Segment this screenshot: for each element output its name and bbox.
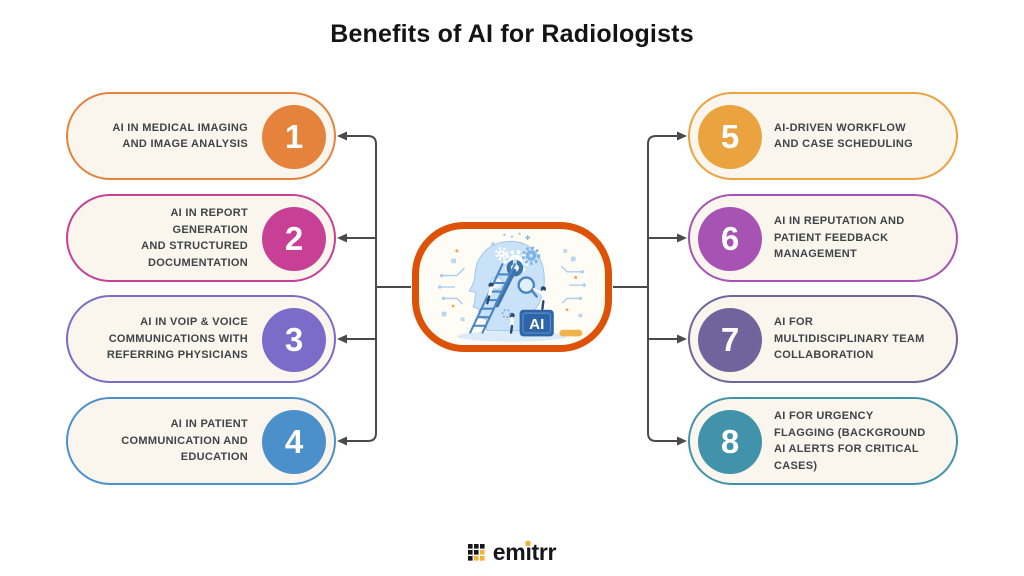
pill-number-badge: 4 [262, 410, 326, 474]
pill-number-badge: 8 [698, 410, 762, 474]
pill-number-badge: 3 [262, 308, 326, 372]
pill-number-badge: 6 [698, 207, 762, 271]
center-hub: AI [412, 222, 612, 352]
benefit-pill-5: 5 AI-DRIVEN WORKFLOW AND CASE SCHEDULING [688, 92, 958, 180]
benefit-pill-8: 8 AI FOR URGENCY FLAGGING (BACKGROUND AI… [688, 397, 958, 485]
benefit-pill-4: AI IN PATIENT COMMUNICATION AND EDUCATIO… [66, 397, 336, 485]
emitrr-logo-mark [467, 543, 485, 561]
pill-label: AI FOR MULTIDISCIPLINARY TEAM COLLABORAT… [774, 316, 925, 362]
ai-head-illustration: AI [438, 232, 586, 342]
wordmark-pre: em [492, 539, 526, 565]
ai-cube-label: AI [529, 316, 544, 333]
pill-label: AI IN REPORT GENERATION AND STRUCTURED D… [141, 207, 248, 269]
wordmark-i: ı [525, 539, 532, 565]
pill-label: AI FOR URGENCY FLAGGING (BACKGROUND AI A… [774, 410, 926, 472]
wordmark-post: trr [531, 539, 557, 565]
page-title: Benefits of AI for Radiologists [330, 20, 694, 48]
pill-number-badge: 1 [262, 105, 326, 169]
benefit-pill-3: AI IN VOIP & VOICE COMMUNICATIONS WITH R… [66, 295, 336, 383]
benefit-pill-1: AI IN MEDICAL IMAGING AND IMAGE ANALYSIS… [66, 92, 336, 180]
pill-number-badge: 7 [698, 308, 762, 372]
pill-label: AI IN REPUTATION AND PATIENT FEEDBACK MA… [774, 215, 905, 261]
pill-label: AI IN MEDICAL IMAGING AND IMAGE ANALYSIS [112, 121, 248, 151]
benefit-pill-7: 7 AI FOR MULTIDISCIPLINARY TEAM COLLABOR… [688, 295, 958, 383]
pill-label: AI-DRIVEN WORKFLOW AND CASE SCHEDULING [774, 121, 913, 151]
pill-number-badge: 2 [262, 207, 326, 271]
benefit-pill-6: 6 AI IN REPUTATION AND PATIENT FEEDBACK … [688, 194, 958, 282]
pill-label: AI IN VOIP & VOICE COMMUNICATIONS WITH R… [106, 316, 248, 362]
benefit-pill-2: AI IN REPORT GENERATION AND STRUCTURED D… [66, 194, 336, 282]
pill-label: AI IN PATIENT COMMUNICATION AND EDUCATIO… [121, 418, 248, 464]
pill-number-badge: 5 [698, 105, 762, 169]
